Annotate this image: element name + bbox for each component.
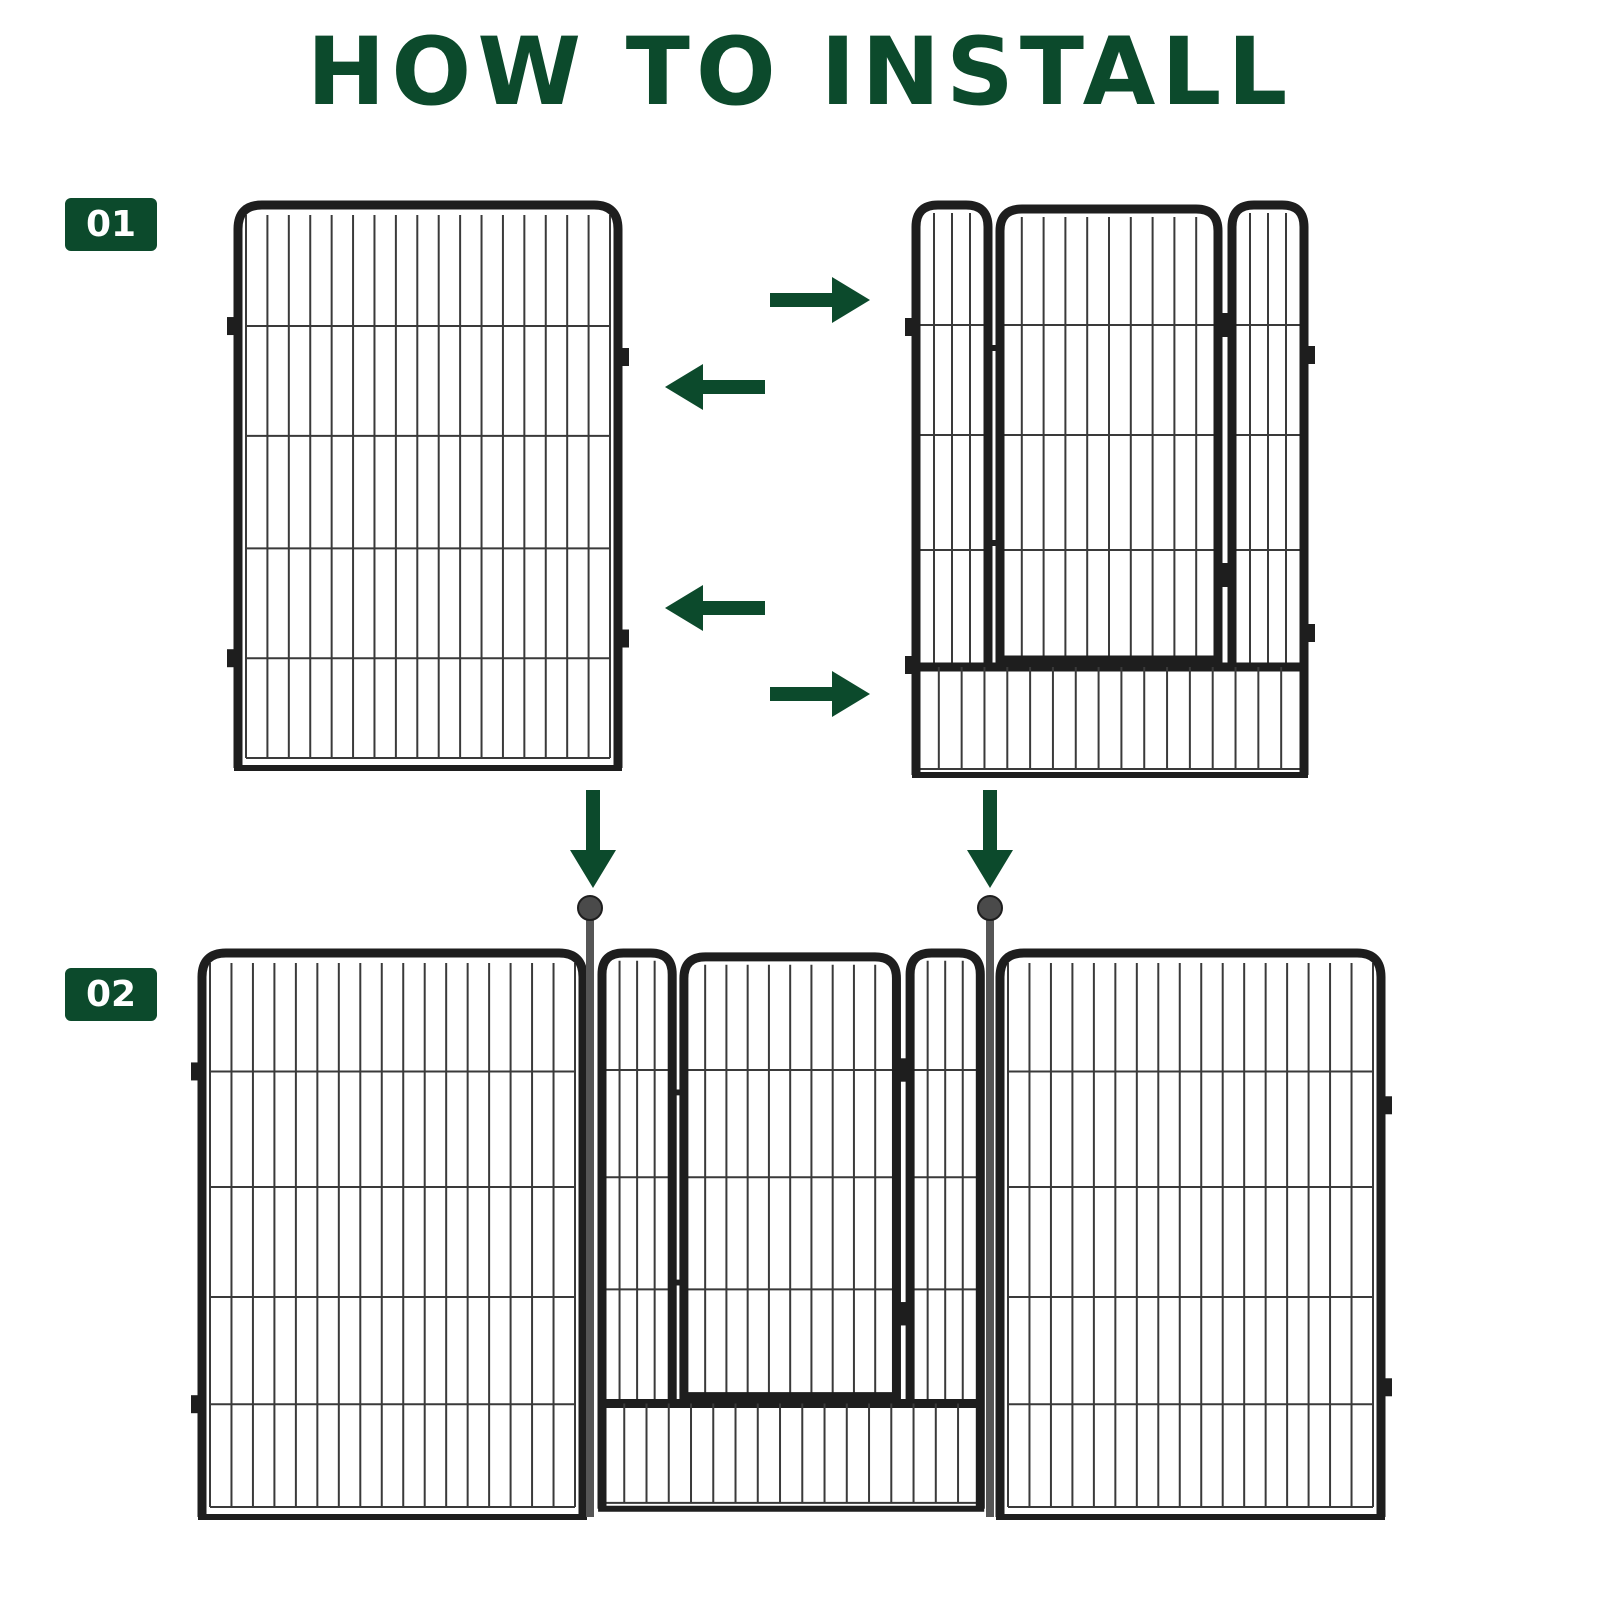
step1-standard-panel-mesh: [245, 215, 611, 759]
arrow-down-right: [967, 790, 1013, 888]
step1-standard-panel-latch: [620, 629, 629, 648]
step2-left-panel-mesh: [209, 963, 576, 1508]
step1-door-panel-latch: [1306, 624, 1315, 642]
connector-rod-left: [577, 895, 603, 1517]
step2-left-panel: [191, 948, 588, 1520]
step2-left-panel-latch: [191, 1395, 200, 1414]
step2-right-panel-mesh: [1007, 963, 1374, 1508]
step2-door-panel-bottom-mesh: [623, 1403, 960, 1503]
step2-door-panel-side-mesh: [910, 960, 981, 1404]
arrow-right-top: [770, 277, 870, 323]
step1-door-panel-side-frame: [911, 200, 993, 667]
step1-door-panel-hinge: [988, 540, 1000, 546]
step1-door-panel-latch: [1306, 346, 1315, 364]
step1-door-panel-door-frame: [995, 204, 1223, 665]
arrow-left-bottom: [665, 585, 765, 631]
step2-right-panel-latch: [1383, 1378, 1392, 1397]
step2-door-panel-side-mesh: [602, 960, 673, 1404]
step1-door-panel-door-latch: [1218, 313, 1232, 337]
step1-door-panel-door-latch: [1218, 563, 1232, 587]
page-title: HOW TO INSTALL: [306, 18, 1294, 127]
connector-rod-right: [977, 895, 1003, 1517]
step2-door-panel: [597, 948, 985, 1512]
step-badge-01: 01: [65, 198, 157, 251]
step1-standard-panel-latch: [620, 348, 629, 367]
step1-door-panel: [905, 200, 1315, 778]
step1-door-panel-side-frame: [1227, 200, 1309, 667]
step1-standard-panel-frame: [233, 200, 623, 768]
step1-door-panel-bottom-mesh: [937, 667, 1283, 769]
step1-standard-panel-latch: [227, 649, 236, 668]
step1-standard-panel-latch: [227, 317, 236, 336]
step2-door-panel-door-frame: [679, 952, 901, 1402]
step1-door-panel-side-mesh: [916, 213, 988, 667]
step2-door-panel-side-frame: [597, 948, 677, 1404]
step1-door-panel-door-mesh: [1000, 217, 1218, 660]
step1-door-panel-hinge: [988, 345, 1000, 351]
step-badge-02: 02: [65, 968, 157, 1021]
step1-door-panel-latch: [905, 318, 914, 336]
arrow-right-bottom: [770, 671, 870, 717]
step2-door-panel-door-latch: [896, 1302, 911, 1326]
step2-door-panel-hinge: [672, 1089, 684, 1096]
step1-standard-panel: [227, 200, 629, 771]
step1-door-panel-latch: [905, 656, 914, 674]
step2-door-panel-door-mesh: [683, 964, 897, 1397]
step2-left-panel-frame: [197, 948, 588, 1517]
step2-right-panel: [995, 948, 1392, 1520]
step2-door-panel-side-frame: [905, 948, 985, 1404]
step2-right-panel-frame: [995, 948, 1386, 1517]
step1-door-panel-side-mesh: [1232, 213, 1304, 667]
arrow-left-top: [665, 364, 765, 410]
step2-right-panel-latch: [1383, 1096, 1392, 1115]
step2-left-panel-latch: [191, 1062, 200, 1081]
step2-door-panel-door-latch: [896, 1058, 911, 1082]
arrow-down-left: [570, 790, 616, 888]
step2-door-panel-hinge: [672, 1279, 684, 1286]
